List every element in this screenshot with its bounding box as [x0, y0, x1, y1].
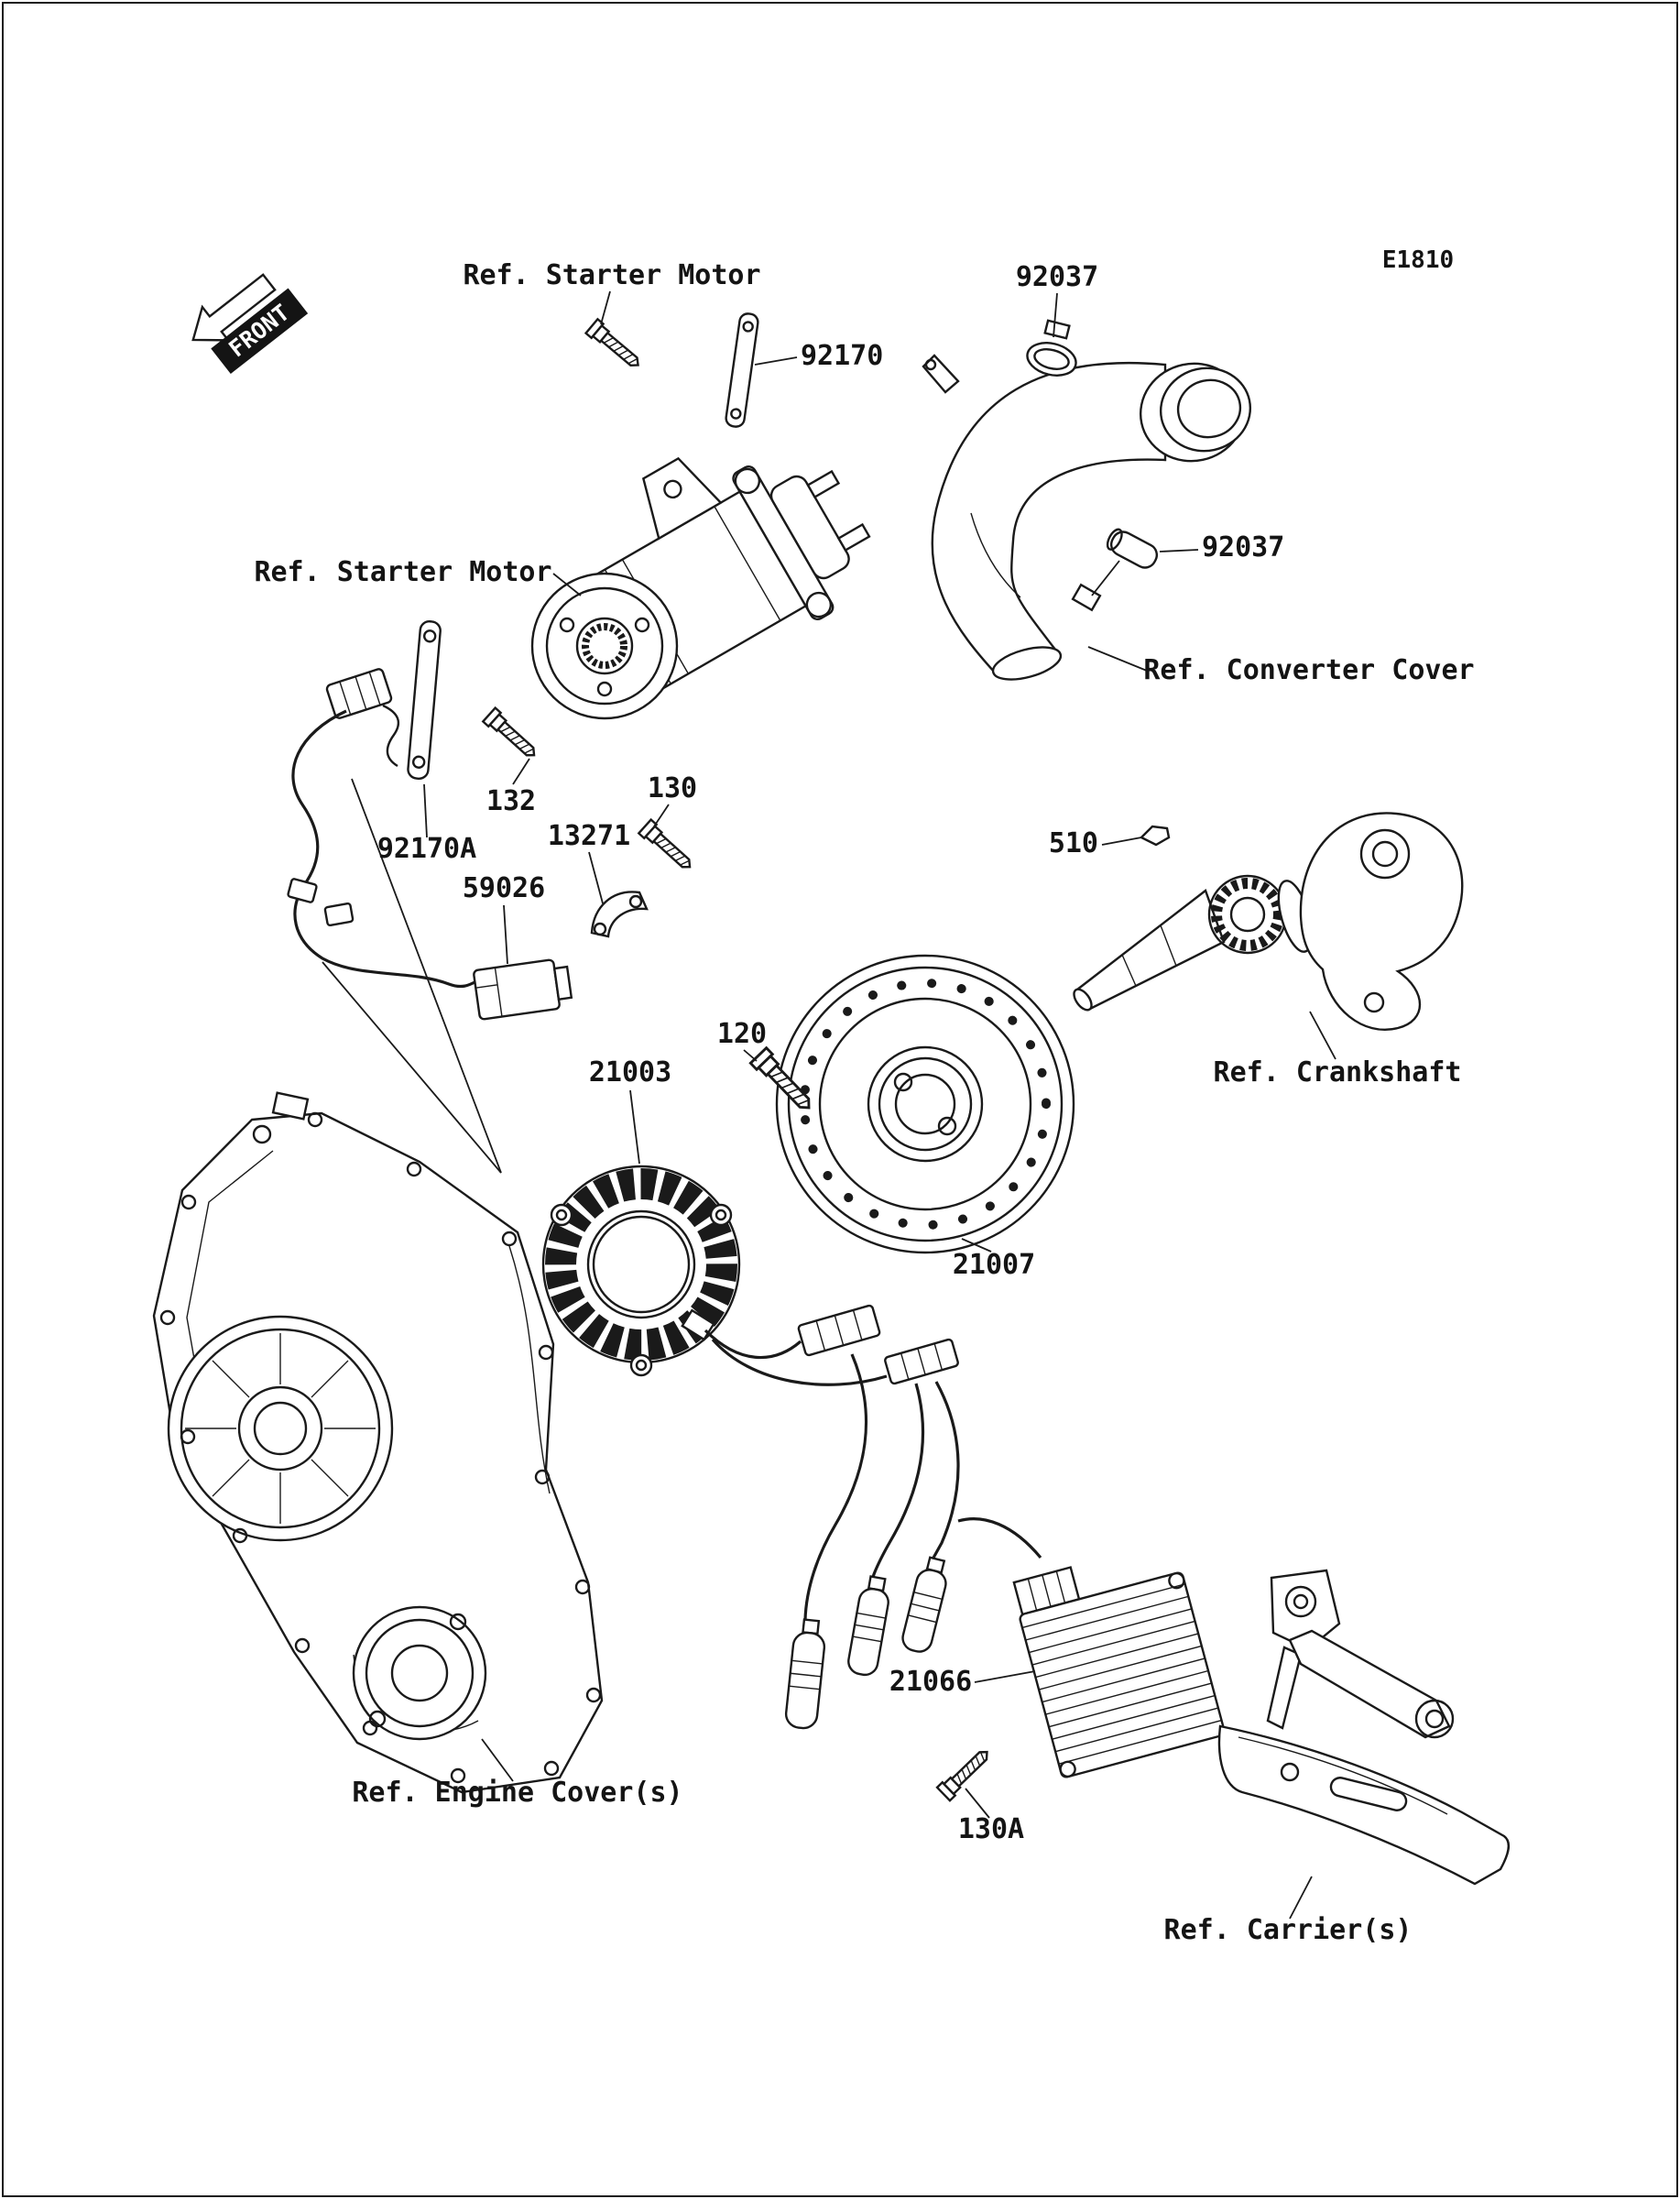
key-510: [1139, 825, 1171, 847]
stator-21003: [541, 1165, 741, 1377]
engine-cover-drawing: [152, 1091, 604, 1794]
label-13271: 13271: [548, 820, 630, 852]
front-arrow: FRONT: [191, 273, 309, 375]
label-92170a: 92170A: [377, 833, 476, 865]
label-21007: 21007: [953, 1249, 1035, 1281]
rotor-21007: [775, 954, 1075, 1254]
front-arrow-band: [211, 288, 309, 375]
bullet-connector: [847, 1575, 889, 1677]
cap-92037-side: [1106, 528, 1159, 569]
label-510: 510: [1049, 827, 1098, 859]
label-ref-carrier: Ref. Carrier(s): [1164, 1914, 1413, 1946]
starter-motor-drawing: [530, 456, 871, 720]
bolt-starter-top: [584, 318, 646, 374]
stator-harness-drawing: [704, 1304, 960, 1730]
label-120: 120: [717, 1018, 767, 1050]
label-59026: 59026: [463, 872, 545, 904]
leader-lines: [423, 290, 1336, 1920]
crankshaft-drawing: [1073, 812, 1464, 1031]
label-ref-starter-motor: Ref. Starter Motor: [254, 556, 551, 588]
label-92170: 92170: [801, 340, 883, 372]
label-ref-crankshaft: Ref. Crankshaft: [1214, 1056, 1462, 1089]
fitting: [1071, 583, 1102, 612]
labels: Ref. Starter Motor 92170 92037 E1810 Ref…: [254, 246, 1474, 1946]
converter-cover-drawing: [922, 354, 1252, 681]
cap-fitting-line: [1091, 560, 1120, 596]
bolt-132: [482, 706, 541, 763]
label-92037-top: 92037: [1016, 261, 1098, 293]
label-ref-converter-cover: Ref. Converter Cover: [1143, 654, 1474, 686]
assembly-pointer-lines: [322, 778, 502, 1174]
label-92037-side: 92037: [1202, 531, 1284, 563]
bolt-130a: [935, 1744, 995, 1802]
bullet-connector: [901, 1556, 947, 1653]
strap-92170a: [407, 620, 442, 781]
label-130: 130: [648, 772, 697, 804]
strap-92170: [725, 312, 759, 428]
sensor-59026: [473, 958, 573, 1021]
label-ref-starter-motor-top: Ref. Starter Motor: [463, 259, 760, 291]
label-ref-engine-cover: Ref. Engine Cover(s): [352, 1777, 682, 1809]
label-132: 132: [486, 785, 536, 817]
bracket-13271: [590, 891, 649, 938]
label-21003: 21003: [589, 1056, 671, 1089]
label-130a: 130A: [958, 1813, 1024, 1845]
bullet-connector: [784, 1618, 826, 1730]
left-harness-drawing: [287, 668, 479, 989]
bolt-130: [638, 818, 697, 875]
regulator-21066: [957, 1517, 1226, 1778]
carrier-drawing: [1217, 1569, 1511, 1886]
clamp-92037-top: [1026, 319, 1077, 377]
label-21066: 21066: [889, 1666, 972, 1698]
diagram-code: E1810: [1382, 246, 1454, 274]
